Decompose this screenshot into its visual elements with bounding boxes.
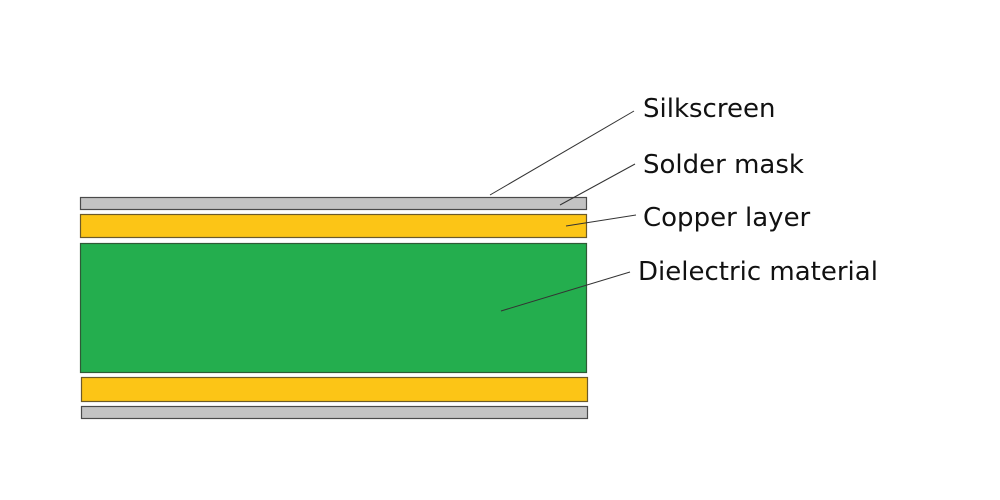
silkscreen-label: Silkscreen — [643, 94, 775, 124]
copper-leader-line — [565, 214, 637, 227]
dielectric-leader-line — [500, 271, 631, 312]
top-copper-layer — [79, 213, 588, 239]
solder-mask-leader-line — [559, 163, 636, 206]
bottom-copper-layer — [80, 376, 589, 403]
solder-mask-label: Solder mask — [643, 150, 804, 180]
silkscreen-leader-line — [489, 110, 635, 196]
dielectric-label: Dielectric material — [638, 257, 878, 287]
top-silkscreen-layer — [79, 196, 588, 211]
bottom-silkscreen-layer — [80, 405, 589, 420]
copper-layer-label: Copper layer — [643, 203, 811, 233]
dielectric-layer — [79, 242, 588, 374]
